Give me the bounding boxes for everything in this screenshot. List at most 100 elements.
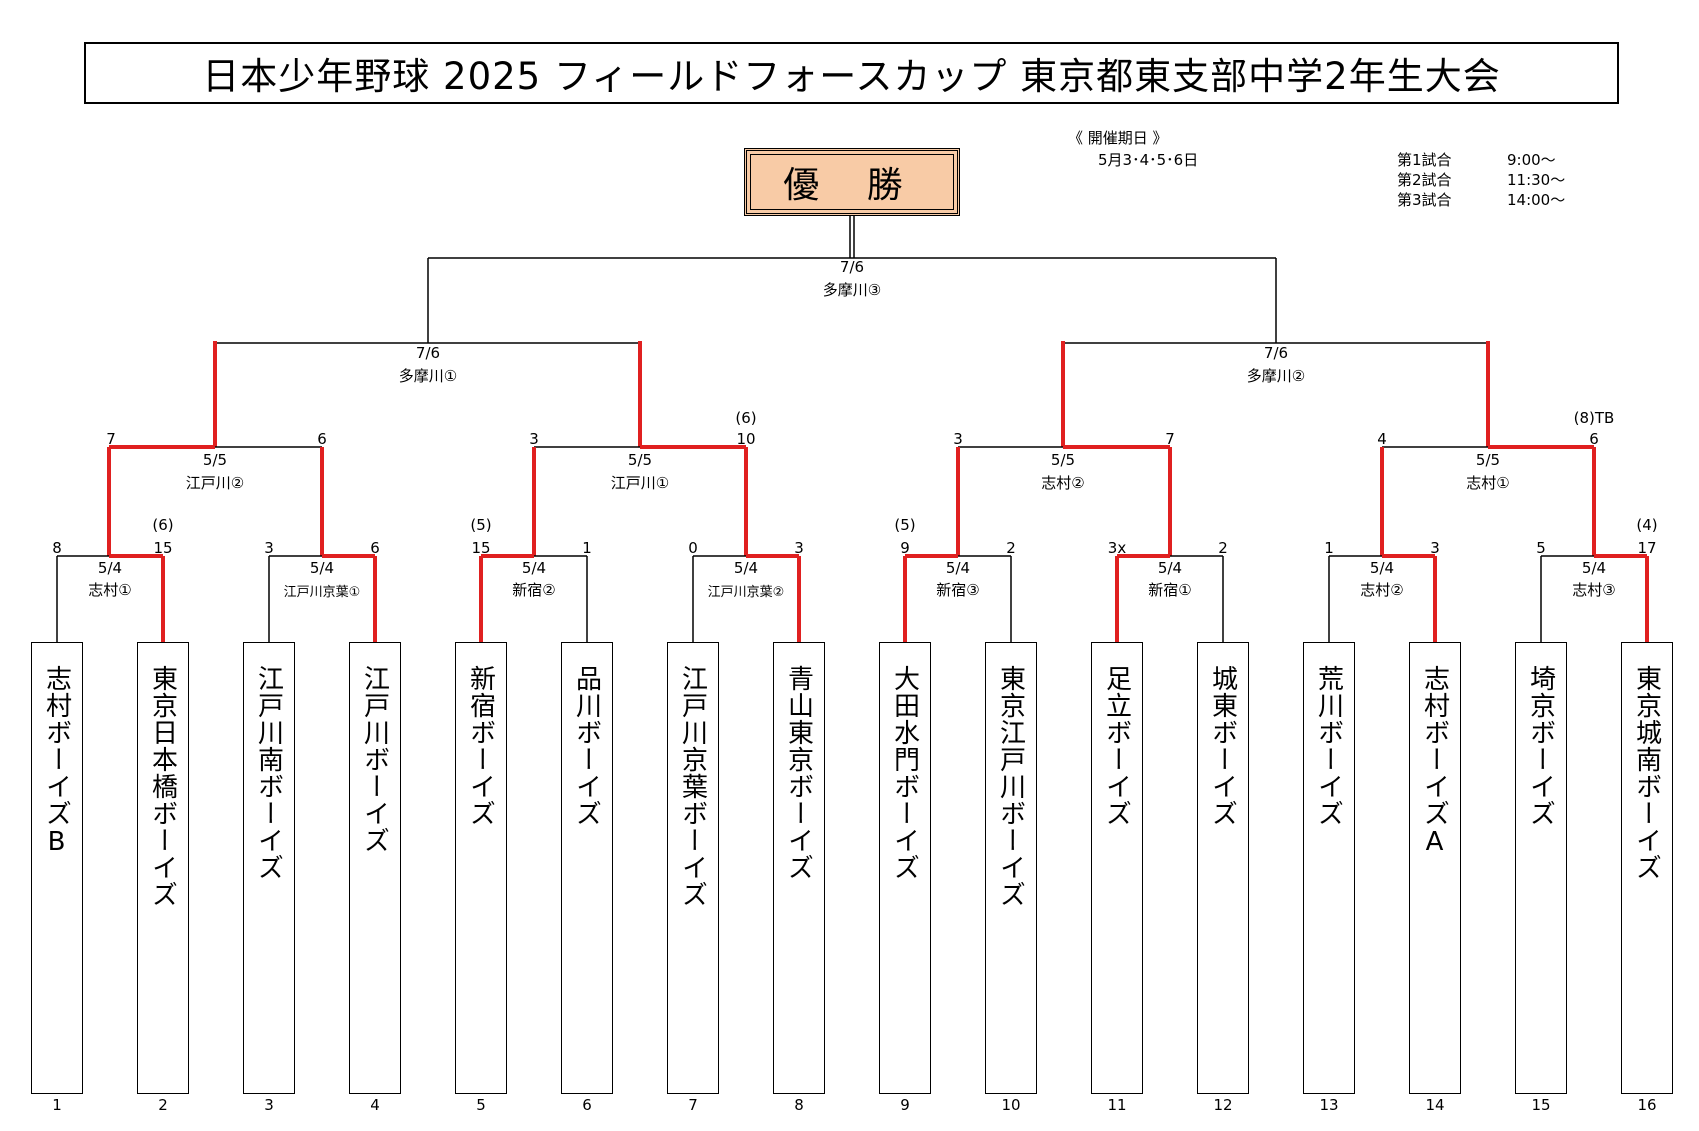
- team-box: 青山東京ボーイズ: [773, 642, 825, 1094]
- team-box: 埼京ボーイズ: [1515, 642, 1567, 1094]
- match-note: (6): [152, 516, 174, 534]
- team-number: 10: [1001, 1096, 1021, 1114]
- match-venue: 新宿③: [936, 581, 980, 599]
- match-venue: 江戸川①: [610, 474, 670, 492]
- match-date: 5/5: [202, 451, 228, 469]
- schedule-label: 第2試合: [1397, 171, 1452, 189]
- final-venue: 多摩川③: [822, 281, 882, 299]
- match-date: 5/4: [1581, 559, 1607, 577]
- team-number: 11: [1107, 1096, 1127, 1114]
- match-score: 3: [1430, 539, 1440, 557]
- team-name: 足立ボーイズ: [1101, 665, 1132, 827]
- team-number: 3: [264, 1096, 274, 1114]
- match-date: 5/4: [309, 559, 335, 577]
- team-number: 9: [900, 1096, 910, 1114]
- semi-date: 7/6: [415, 344, 441, 362]
- team-box: 城東ボーイズ: [1197, 642, 1249, 1094]
- match-score: 5: [1536, 539, 1546, 557]
- team-name: 東京城南ボーイズ: [1631, 665, 1662, 881]
- match-score: 3x: [1107, 539, 1127, 557]
- schedule-label: 第3試合: [1397, 191, 1452, 209]
- match-note: (8)TB: [1573, 409, 1615, 427]
- schedule-time: 14:00～: [1507, 191, 1566, 209]
- match-score: 15: [471, 539, 491, 557]
- match-score: 1: [582, 539, 592, 557]
- team-box: 品川ボーイズ: [561, 642, 613, 1094]
- team-name: 埼京ボーイズ: [1525, 665, 1556, 827]
- match-note: (5): [470, 516, 492, 534]
- team-number: 2: [158, 1096, 168, 1114]
- team-name: 品川ボーイズ: [571, 665, 602, 827]
- schedule-time: 11:30～: [1507, 171, 1566, 189]
- team-number: 13: [1319, 1096, 1339, 1114]
- match-score: 3: [529, 430, 539, 448]
- team-box: 東京日本橋ボーイズ: [137, 642, 189, 1094]
- match-score: 10: [736, 430, 756, 448]
- match-venue: 志村①: [88, 581, 132, 599]
- team-box: 東京城南ボーイズ: [1621, 642, 1673, 1094]
- schedule-label: 第1試合: [1397, 151, 1452, 169]
- team-name: 志村ボーイズA: [1419, 665, 1450, 858]
- team-box: 志村ボーイズA: [1409, 642, 1461, 1094]
- match-date: 5/4: [1369, 559, 1395, 577]
- team-number: 16: [1637, 1096, 1657, 1114]
- match-note: (4): [1636, 516, 1658, 534]
- team-number: 4: [370, 1096, 380, 1114]
- semi-venue: 多摩川②: [1246, 367, 1306, 385]
- team-name: 東京江戸川ボーイズ: [995, 665, 1026, 908]
- team-number: 14: [1425, 1096, 1445, 1114]
- team-name: 江戸川南ボーイズ: [253, 665, 284, 881]
- match-note: (5): [894, 516, 916, 534]
- team-number: 6: [582, 1096, 592, 1114]
- match-score: 7: [1165, 430, 1175, 448]
- team-name: 新宿ボーイズ: [465, 665, 496, 827]
- match-venue: 江戸川京葉①: [283, 585, 361, 600]
- match-score: 1: [1324, 539, 1334, 557]
- match-score: 7: [106, 430, 116, 448]
- match-score: 8: [52, 539, 62, 557]
- team-box: 江戸川京葉ボーイズ: [667, 642, 719, 1094]
- match-score: 6: [317, 430, 327, 448]
- match-score: 3: [953, 430, 963, 448]
- team-name: 江戸川京葉ボーイズ: [677, 665, 708, 908]
- match-venue: 江戸川②: [185, 474, 245, 492]
- match-venue: 江戸川京葉②: [707, 585, 785, 600]
- match-score: 17: [1637, 539, 1657, 557]
- match-score: 6: [1589, 430, 1599, 448]
- team-name: 江戸川ボーイズ: [359, 665, 390, 854]
- match-date: 5/4: [945, 559, 971, 577]
- team-number: 1: [52, 1096, 62, 1114]
- match-venue: 新宿①: [1148, 581, 1192, 599]
- team-name: 志村ボーイズB: [41, 665, 72, 858]
- team-number: 12: [1213, 1096, 1233, 1114]
- match-date: 5/4: [521, 559, 547, 577]
- semi-venue: 多摩川①: [398, 367, 458, 385]
- match-date: 5/4: [97, 559, 123, 577]
- champion-box: 優 勝: [744, 148, 960, 216]
- schedule-row: 第3試合 14:00～: [1397, 190, 1565, 210]
- match-score: 2: [1006, 539, 1016, 557]
- team-number: 5: [476, 1096, 486, 1114]
- team-box: 東京江戸川ボーイズ: [985, 642, 1037, 1094]
- match-score: 9: [900, 539, 910, 557]
- team-name: 大田水門ボーイズ: [889, 665, 920, 881]
- match-venue: 志村②: [1360, 581, 1404, 599]
- team-box: 荒川ボーイズ: [1303, 642, 1355, 1094]
- match-score: 4: [1377, 430, 1387, 448]
- dates-heading: 《 開催期日 》: [1068, 129, 1168, 147]
- team-name: 青山東京ボーイズ: [783, 665, 814, 881]
- match-note: (6): [735, 409, 757, 427]
- semi-date: 7/6: [1263, 344, 1289, 362]
- match-venue: 志村①: [1466, 474, 1510, 492]
- match-score: 6: [370, 539, 380, 557]
- team-box: 江戸川南ボーイズ: [243, 642, 295, 1094]
- team-box: 大田水門ボーイズ: [879, 642, 931, 1094]
- champion-label: 優 勝: [783, 165, 921, 206]
- tournament-title: 日本少年野球 2025 フィールドフォースカップ 東京都東支部中学2年生大会: [84, 42, 1619, 104]
- match-date: 5/4: [733, 559, 759, 577]
- match-venue: 志村②: [1041, 474, 1085, 492]
- final-date: 7/6: [839, 258, 865, 276]
